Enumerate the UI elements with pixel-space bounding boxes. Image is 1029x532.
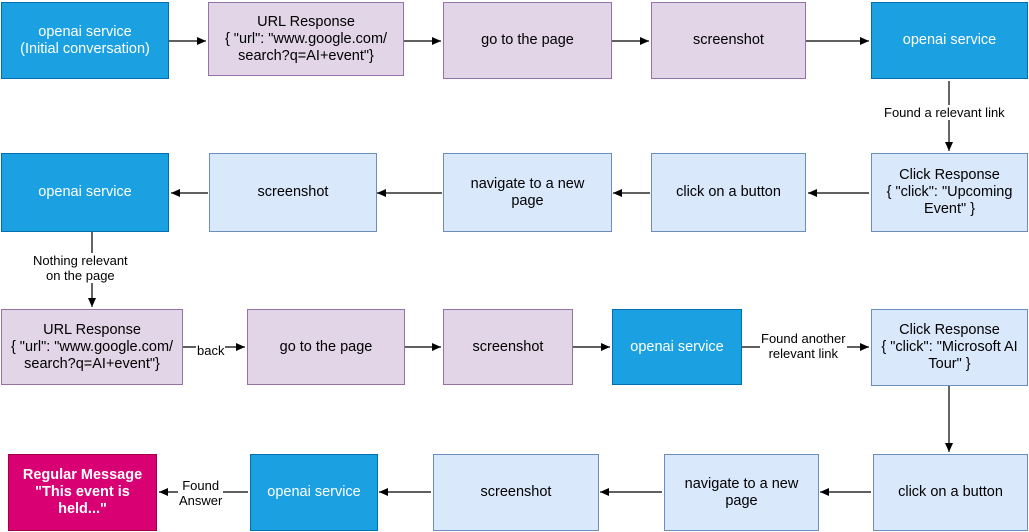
openai-service-initial-node: openai service (Initial conversation) bbox=[1, 2, 169, 79]
regular-message-node: Regular Message "This event is held..." bbox=[8, 454, 157, 531]
click-button-node: click on a button bbox=[873, 454, 1028, 531]
navigate-new-page-node: navigate to a new page bbox=[443, 153, 612, 232]
screenshot-node: screenshot bbox=[433, 454, 599, 531]
screenshot-node: screenshot bbox=[209, 153, 377, 232]
url-response-node: URL Response { "url": "www.google.com/ s… bbox=[208, 2, 404, 76]
edge-label-found-another-link: Found another relevant link bbox=[760, 331, 847, 361]
click-response-node: Click Response { "click": "Microsoft AI … bbox=[871, 309, 1028, 386]
go-to-page-node: go to the page bbox=[247, 309, 405, 385]
screenshot-node: screenshot bbox=[651, 2, 806, 79]
edge-label-found-answer: Found Answer bbox=[178, 478, 224, 508]
click-button-node: click on a button bbox=[651, 153, 806, 232]
openai-service-node: openai service bbox=[1, 153, 169, 232]
navigate-new-page-node: navigate to a new page bbox=[664, 454, 819, 531]
screenshot-node: screenshot bbox=[443, 309, 573, 385]
click-response-node: Click Response { "click": "Upcoming Even… bbox=[871, 153, 1028, 232]
edge-label-back: back bbox=[196, 343, 226, 358]
go-to-page-node: go to the page bbox=[443, 2, 612, 79]
openai-service-node: openai service bbox=[871, 2, 1028, 79]
url-response-node: URL Response { "url": "www.google.com/ s… bbox=[1, 309, 183, 385]
openai-service-node: openai service bbox=[250, 454, 378, 531]
edge-label-nothing-relevant: Nothing relevant on the page bbox=[32, 253, 129, 283]
edge-label-found-relevant-link: Found a relevant link bbox=[883, 105, 1006, 120]
openai-service-node: openai service bbox=[612, 309, 742, 385]
